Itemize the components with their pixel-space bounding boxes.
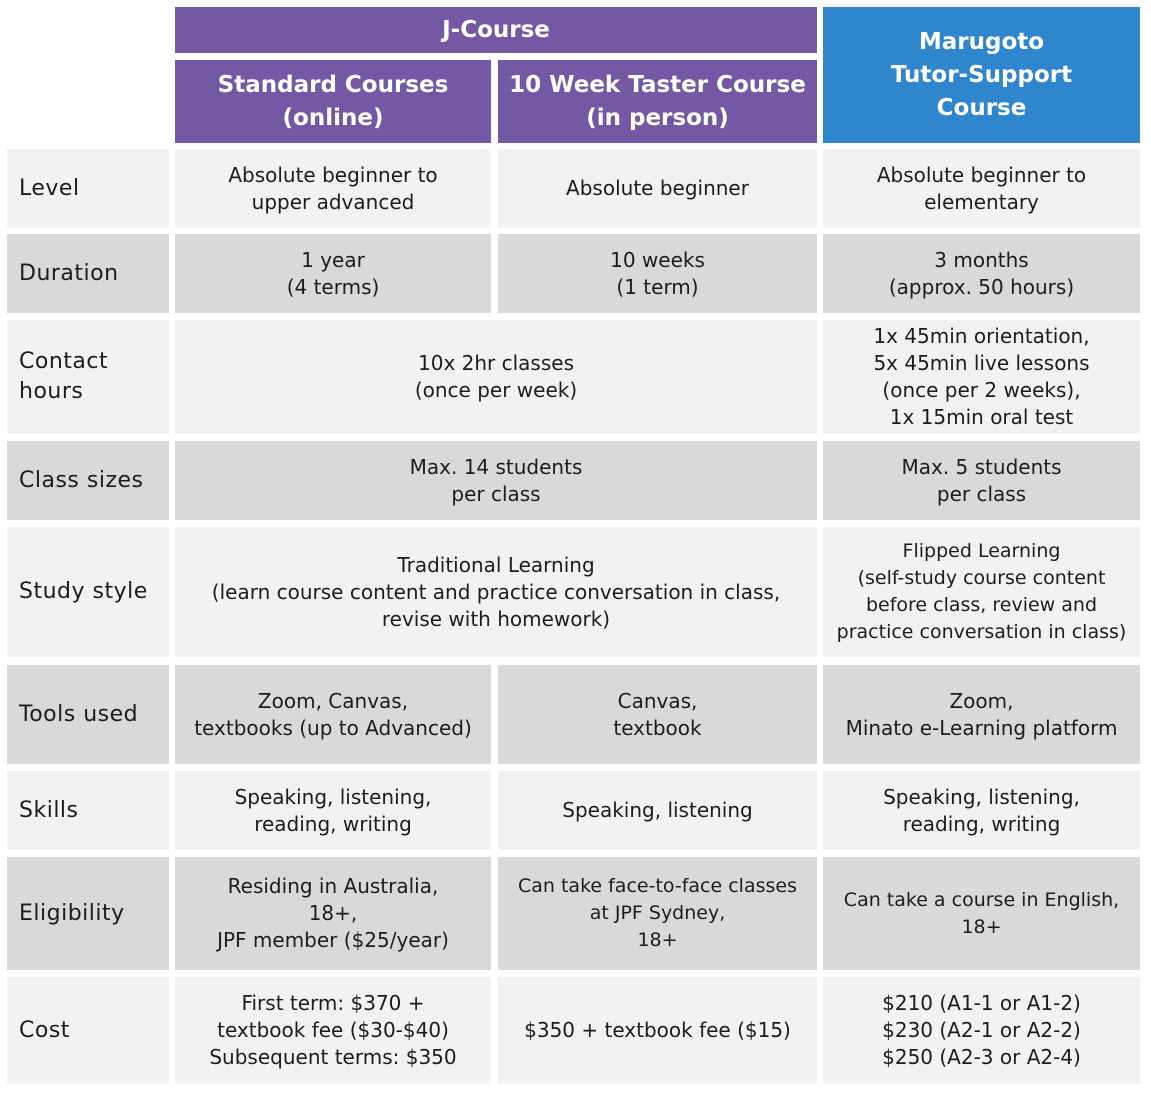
cell-text: Flipped Learning (self-study course cont… (836, 540, 1127, 643)
eligibility-taster: Can take face-to-face classes at JPF Syd… (498, 857, 817, 970)
cell-text: Absolute beginner (566, 176, 749, 200)
cell-text: 10x 2hr classes (once per week) (414, 351, 578, 402)
tools-standard: Zoom, Canvas, textbooks (up to Advanced) (175, 665, 491, 764)
skills-marugoto: Speaking, listening, reading, writing (823, 771, 1140, 850)
label-text: Class sizes (19, 467, 144, 493)
label-text: Tools used (19, 701, 139, 727)
level-marugoto: Absolute beginner to elementary (823, 149, 1140, 228)
eligibility-marugoto: Can take a course in English, 18+ (823, 857, 1140, 970)
skills-taster: Speaking, listening (498, 771, 817, 850)
cell-text: Can take a course in English, 18+ (843, 888, 1120, 938)
cell-text: Speaking, listening (562, 798, 753, 822)
label-text: Contact hours (19, 349, 109, 404)
cell-text: 1x 45min orientation, 5x 45min live less… (873, 324, 1090, 429)
duration-taster: 10 weeks (1 term) (498, 234, 817, 313)
row-label-class-sizes: Class sizes (7, 441, 169, 520)
cell-text: Can take face-to-face classes at JPF Syd… (517, 875, 797, 951)
row-label-cost: Cost (7, 977, 169, 1084)
cell-text: Max. 14 students per class (409, 454, 583, 506)
tools-marugoto: Zoom, Minato e-Learning platform (823, 665, 1140, 764)
marugoto-course-title: Marugoto Tutor-Support Course (890, 28, 1073, 121)
label-text: Eligibility (19, 900, 125, 926)
cost-standard: First term: $370 + textbook fee ($30-$40… (175, 977, 491, 1084)
cell-text: $350 + textbook fee ($15) (524, 1018, 791, 1042)
label-text: Cost (19, 1017, 70, 1043)
cell-text: Absolute beginner to elementary (876, 162, 1087, 214)
standard-courses-title: Standard Courses (online) (217, 71, 449, 131)
cell-text: Max. 5 students per class (901, 454, 1062, 506)
row-label-level: Level (7, 149, 169, 228)
cell-text: Traditional Learning (learn course conte… (211, 552, 781, 631)
cell-text: 10 weeks (1 term) (610, 247, 705, 299)
cost-taster: $350 + textbook fee ($15) (498, 977, 817, 1084)
level-standard: Absolute beginner to upper advanced (175, 149, 491, 228)
label-text: Duration (19, 260, 119, 286)
study-style-marugoto: Flipped Learning (self-study course cont… (823, 527, 1140, 657)
row-label-contact-hours: Contact hours (7, 320, 169, 434)
level-taster: Absolute beginner (498, 149, 817, 228)
row-label-skills: Skills (7, 771, 169, 850)
tools-taster: Canvas, textbook (498, 665, 817, 764)
row-label-duration: Duration (7, 234, 169, 313)
eligibility-standard: Residing in Australia, 18+, JPF member (… (175, 857, 491, 970)
cell-text: Zoom, Canvas, textbooks (up to Advanced) (194, 688, 472, 740)
cell-text: First term: $370 + textbook fee ($30-$40… (209, 991, 457, 1069)
label-text: Study style (19, 579, 148, 604)
row-label-tools-used: Tools used (7, 665, 169, 764)
j-course-title: J-Course (442, 16, 550, 43)
cell-text: 1 year (4 terms) (286, 247, 380, 299)
j-course-group-header: J-Course (175, 7, 817, 53)
marugoto-course-header: Marugoto Tutor-Support Course (823, 7, 1140, 143)
cell-text: Speaking, listening, reading, writing (883, 784, 1080, 836)
label-text: Level (19, 175, 80, 201)
duration-marugoto: 3 months (approx. 50 hours) (823, 234, 1140, 313)
skills-standard: Speaking, listening, reading, writing (175, 771, 491, 850)
duration-standard: 1 year (4 terms) (175, 234, 491, 313)
class-sizes-marugoto: Max. 5 students per class (823, 441, 1140, 520)
taster-course-title: 10 Week Taster Course (in person) (509, 71, 806, 131)
row-label-eligibility: Eligibility (7, 857, 169, 970)
label-text: Skills (19, 797, 79, 823)
cost-marugoto: $210 (A1-1 or A1-2) $230 (A2-1 or A2-2) … (823, 977, 1140, 1084)
cell-text: Absolute beginner to upper advanced (228, 162, 438, 214)
contact-hours-marugoto: 1x 45min orientation, 5x 45min live less… (823, 320, 1140, 434)
row-label-study-style: Study style (7, 527, 169, 657)
contact-hours-j-course: 10x 2hr classes (once per week) (175, 320, 817, 434)
cell-text: 3 months (approx. 50 hours) (888, 247, 1075, 299)
cell-text: Speaking, listening, reading, writing (234, 784, 432, 836)
cell-text: Residing in Australia, 18+, JPF member (… (217, 874, 449, 952)
class-sizes-j-course: Max. 14 students per class (175, 441, 817, 520)
taster-course-header: 10 Week Taster Course (in person) (498, 60, 817, 143)
cell-text: $210 (A1-1 or A1-2) $230 (A2-1 or A2-2) … (882, 991, 1081, 1069)
study-style-j-course: Traditional Learning (learn course conte… (175, 527, 817, 657)
cell-text: Canvas, textbook (613, 688, 702, 740)
cell-text: Zoom, Minato e-Learning platform (845, 688, 1118, 740)
standard-courses-header: Standard Courses (online) (175, 60, 491, 143)
